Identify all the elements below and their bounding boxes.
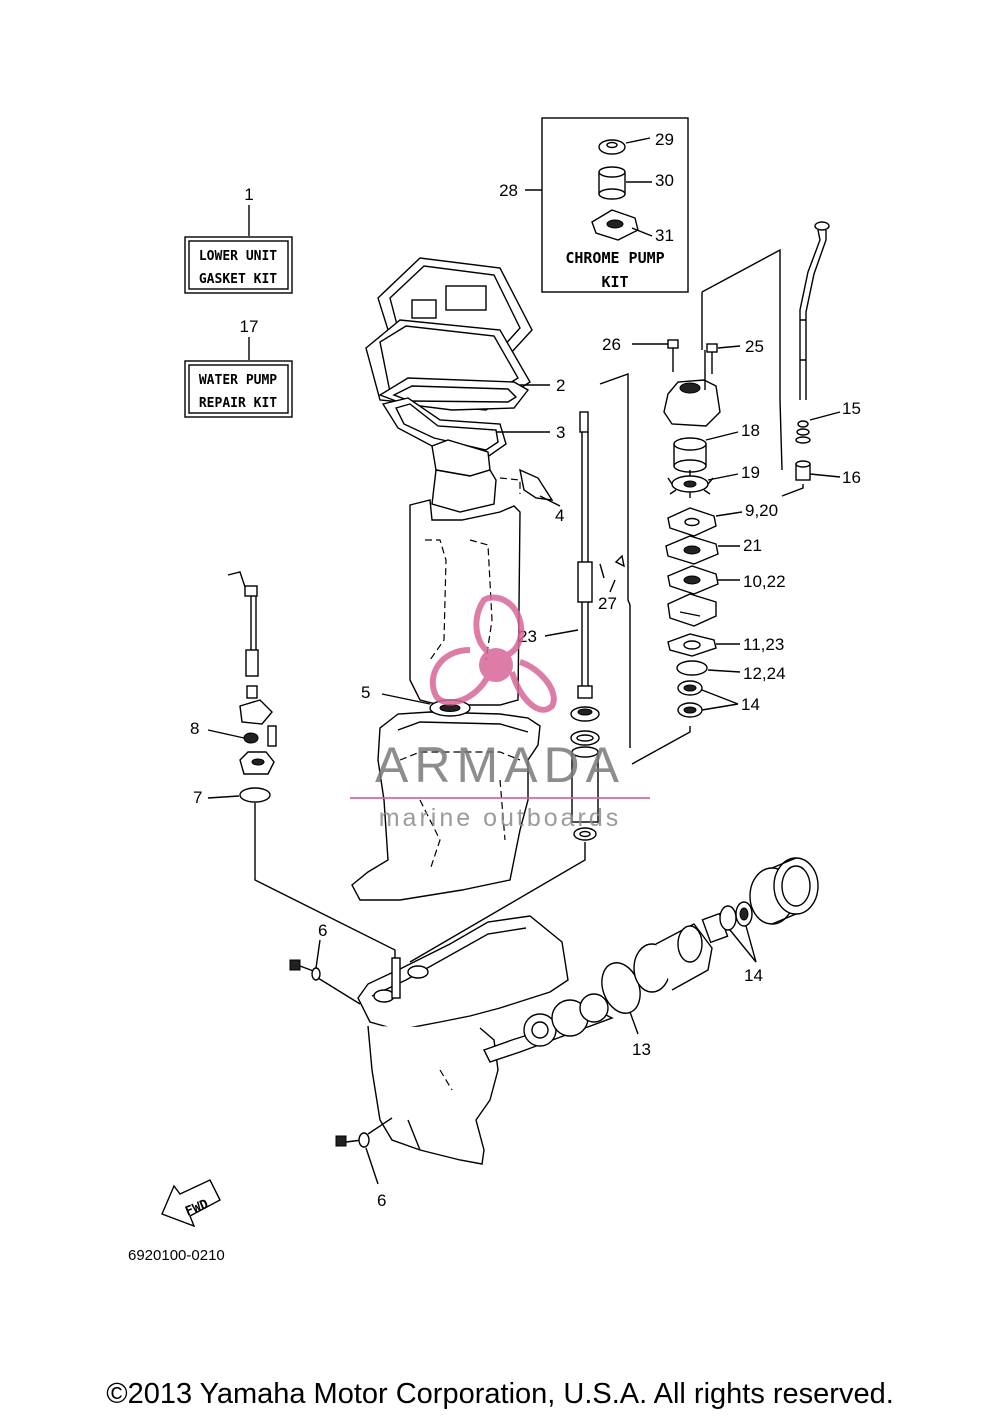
bearings-14-top-icon: [677, 680, 703, 718]
callout-19: 19: [741, 463, 760, 482]
bolt-6-lower-icon: [335, 1132, 370, 1148]
propeller-hub-icon: [479, 648, 513, 682]
water-pump-kit-line1: WATER PUMP: [199, 373, 277, 388]
callout-9-20: 9,20: [745, 501, 778, 520]
oring-8-icon: [243, 732, 259, 744]
callout-28: 28: [499, 181, 518, 200]
callout-11-23: 11,23: [743, 635, 784, 654]
shift-rod-assembly: [227, 571, 277, 775]
diagram-code: 6920100-0210: [128, 1247, 225, 1264]
callout-6-upper: 6: [318, 921, 327, 940]
propeller-logo-icon: [429, 594, 557, 713]
grommet-15-icon: [795, 420, 811, 444]
callout-5: 5: [361, 683, 370, 702]
ring-nut-icon: [749, 857, 819, 925]
callout-29: 29: [655, 130, 674, 149]
chrome-pump-kit-line2: KIT: [601, 273, 628, 291]
watermark-tagline: marine outboards: [379, 804, 622, 832]
callout-26: 26: [602, 335, 621, 354]
callout-18: 18: [741, 421, 760, 440]
bolt-26-icon: [667, 339, 679, 372]
callout-27: 27: [598, 594, 617, 613]
drive-shaft-23-icon: [577, 411, 605, 699]
callout-13: 13: [632, 1040, 651, 1059]
seals-14-bottom-icon: [719, 901, 753, 931]
chrome-pump-kit-line1: CHROME PUMP: [565, 249, 664, 267]
oring-12-24-icon: [676, 660, 708, 676]
callout-17: 17: [240, 317, 259, 336]
chrome-pump-kit-box: CHROME PUMP KIT: [541, 117, 689, 293]
oring-7-icon: [239, 787, 271, 803]
sleeve-30-icon: [598, 166, 626, 200]
callout-2: 2: [556, 376, 565, 395]
lower-casing-upper: [351, 711, 541, 901]
gasket-9-20-icon: [667, 507, 717, 537]
bolt-25-icon: [706, 343, 718, 374]
bracket-4-icon: [519, 468, 554, 501]
callout-21: 21: [743, 536, 762, 555]
bearing-housing-icon: [633, 923, 713, 993]
gasket-11-23-icon: [667, 633, 717, 657]
callout-7: 7: [193, 788, 202, 807]
callout-10-22: 10,22: [743, 572, 786, 591]
lower-unit-kit-line2: GASKET KIT: [199, 272, 277, 287]
callout-25: 25: [745, 337, 764, 356]
water-pump-repair-kit-box: WATER PUMP REPAIR KIT: [184, 360, 293, 418]
plate-31-icon: [591, 209, 639, 241]
callout-31: 31: [655, 226, 674, 245]
propeller-shaft-icon: [483, 993, 614, 1063]
copyright-notice: ©2013 Yamaha Motor Corporation, U.S.A. A…: [106, 1378, 894, 1410]
lower-unit-kit-line1: LOWER UNIT: [199, 249, 277, 264]
insert-18-icon: [673, 437, 707, 473]
shaft-bearings: [570, 706, 600, 841]
seal-16-icon: [795, 460, 811, 481]
callout-6-lower: 6: [377, 1191, 386, 1210]
gasket-3-icon: [381, 397, 507, 459]
impeller-19-icon: [667, 470, 714, 498]
armada-watermark: ARMADA marine outboards: [350, 594, 650, 832]
plate-21-icon: [665, 535, 719, 565]
watermark-brand: ARMADA: [375, 737, 625, 793]
callout-16: 16: [842, 468, 861, 487]
callout-15: 15: [842, 399, 861, 418]
lower-unit-gasket-kit-box: LOWER UNIT GASKET KIT: [184, 236, 293, 294]
water-pump-kit-line2: REPAIR KIT: [199, 396, 277, 411]
water-pump-housing: [663, 350, 721, 427]
callout-1: 1: [244, 185, 253, 204]
callout-8: 8: [190, 719, 199, 738]
key-27-icon: [614, 554, 625, 568]
callout-3: 3: [556, 423, 565, 442]
gasket-10-22-icon: [667, 565, 719, 595]
callout-4: 4: [555, 506, 564, 525]
pump-base-icon: [667, 593, 717, 627]
callout-12-24: 12,24: [743, 664, 786, 683]
water-tube-icon: [799, 221, 830, 400]
callout-30: 30: [655, 171, 674, 190]
callout-14-top: 14: [741, 695, 760, 714]
gearcase-housing: [357, 915, 569, 1165]
fwd-arrow-icon: FWD: [161, 1179, 221, 1228]
callout-14-bottom: 14: [744, 966, 763, 985]
bolt-6-upper-icon: [289, 959, 321, 981]
